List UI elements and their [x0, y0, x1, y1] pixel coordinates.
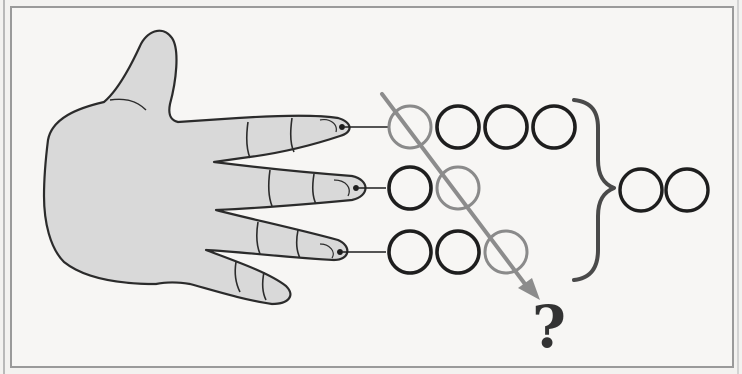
fingertip-dot-1 — [339, 124, 345, 130]
bead-row3-1 — [387, 229, 433, 275]
hand-icon — [42, 29, 367, 306]
bead-row2-1 — [387, 165, 433, 211]
question-mark: ? — [532, 293, 566, 361]
curly-brace-icon — [572, 98, 616, 282]
bead-row1-3 — [483, 104, 529, 150]
fingertip-dot-2 — [353, 185, 359, 191]
fingertip-dot-3 — [337, 249, 343, 255]
bead-rows — [387, 104, 577, 275]
fingertip-connectors — [337, 124, 388, 255]
result-beads — [618, 167, 710, 213]
result-bead-2 — [664, 167, 710, 213]
bead-row1-2 — [435, 104, 481, 150]
bead-row3-2 — [435, 229, 481, 275]
result-bead-1 — [618, 167, 664, 213]
outer-border — [3, 0, 739, 374]
bead-row2-2 — [435, 165, 481, 211]
bead-row1-4 — [531, 104, 577, 150]
diagonal-arrow-icon — [380, 92, 540, 300]
